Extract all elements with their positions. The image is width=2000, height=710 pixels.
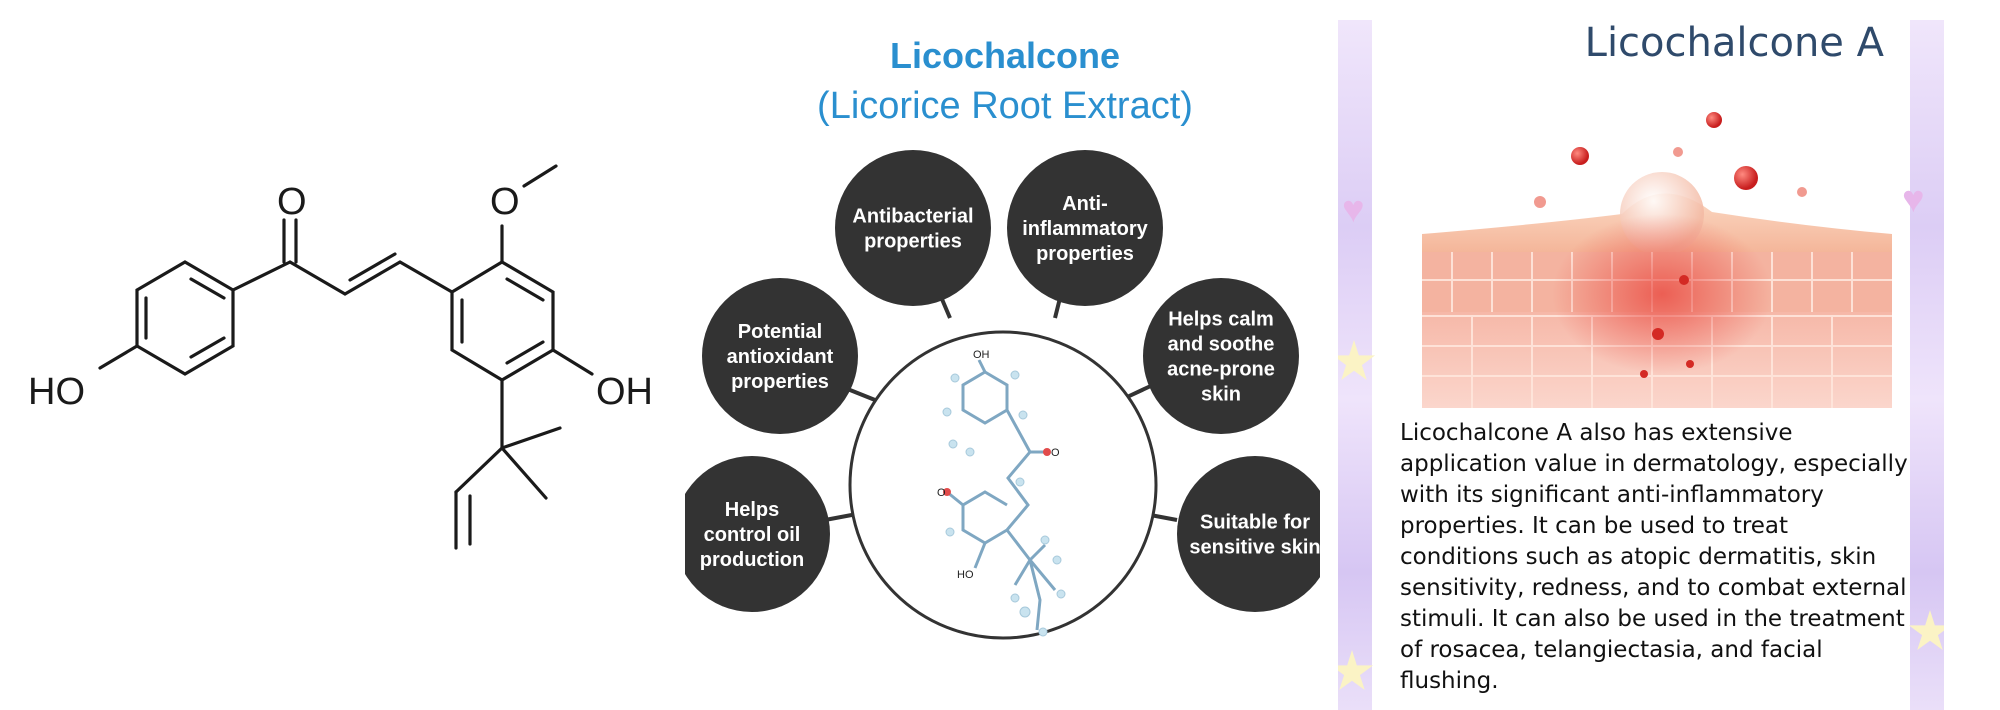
right-decorative-border [1910,20,1944,710]
inflamed-skin-illustration [1422,112,1892,408]
methoxy-o-label: O [490,181,520,223]
central-molecule-circle [848,330,1158,640]
phenol-ring [135,260,235,376]
right-oh-label: OH [596,371,653,413]
ball-and-stick-molecule: OH O O HO [937,349,1066,637]
methyl-bond [522,164,558,188]
skeletal-formula-svg: HO O O OH [28,164,653,550]
molecule-ether-label: O [937,487,946,499]
molecule-ketone-label: O [1051,447,1060,459]
left-oh-label: HO [28,371,85,413]
phenol-oh-bond [98,344,139,370]
methoxy-phenol-ring [450,260,555,382]
carbonyl-o-label: O [277,181,307,223]
molecule-ho-label: HO [957,569,974,581]
enone-bond [288,260,347,296]
methyl-b-bond [500,446,548,500]
diagram-subtitle: (Licorice Root Extract) [817,85,1193,127]
licochalcone-a-slide: ♥ ♥ Licochalcone A [1338,20,1944,710]
slide-title: Licochalcone A [1584,20,1884,66]
benefits-diagram: Licochalcone (Licorice Root Extract) [685,0,1320,710]
right-oh-bond [551,348,594,376]
diagram-title: Licochalcone [890,35,1120,76]
ring-carbonyl-bond [231,260,292,292]
methyl-a-bond [500,426,562,450]
heart-icon: ♥ [1902,179,1925,221]
molecule-oh-label: OH [973,349,990,361]
heart-icon: ♥ [1342,189,1365,231]
vinyl-bond [454,446,504,494]
slide-body-text: Licochalcone A also has extensive applic… [1400,420,1908,694]
alkene-ring-bond [398,260,454,294]
alkene-double-bond [348,252,397,282]
benefits-diagram-svg: Licochalcone (Licorice Root Extract) [685,35,1320,640]
alkene-bond [343,260,402,296]
licochalcone-structure-formula: HO O O OH [0,0,680,710]
